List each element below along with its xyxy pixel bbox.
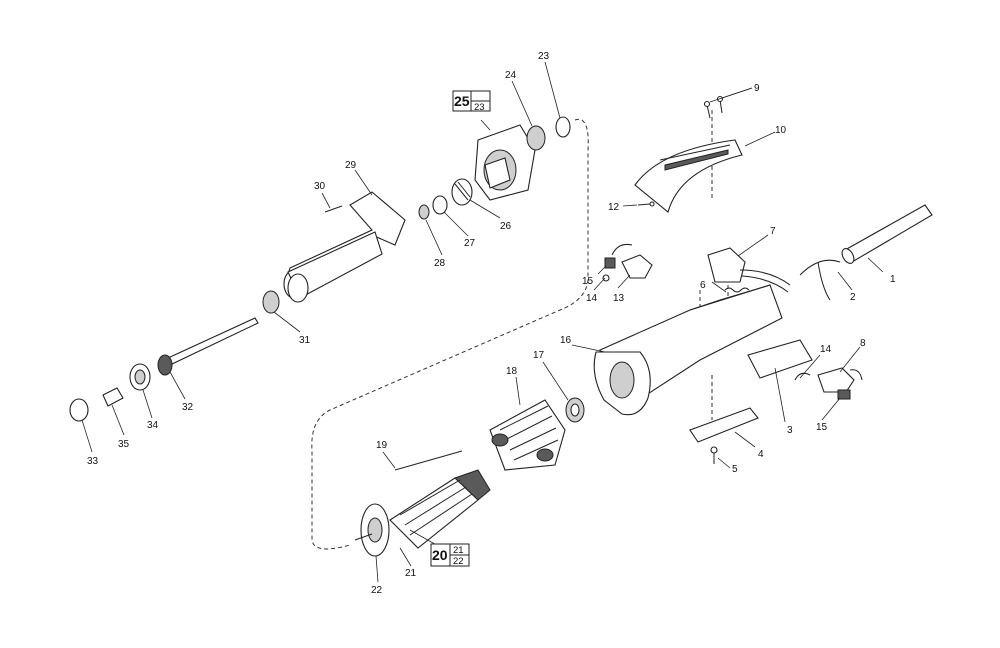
o-ring-23-part <box>555 116 571 138</box>
power-cord-part <box>799 259 841 276</box>
leader-lines <box>81 61 884 583</box>
callout-29: 29 <box>345 160 357 171</box>
callout-31: 31 <box>299 335 311 346</box>
callout-22: 22 <box>371 585 383 596</box>
small-screw-part <box>637 201 655 207</box>
label-plate-part <box>747 339 813 379</box>
collet-nut-part <box>69 398 89 422</box>
handle-screw-part <box>324 205 343 213</box>
armature-part <box>354 469 491 557</box>
callout-9: 9 <box>754 83 760 94</box>
cable-sleeve-part <box>841 204 933 264</box>
callout-18: 18 <box>506 366 518 377</box>
bearing-31-part <box>262 290 280 314</box>
callout-box-25: 25 23 <box>452 90 491 113</box>
callout-6: 6 <box>700 280 706 291</box>
callout-17: 17 <box>533 350 545 361</box>
brush-holder-upper-part <box>602 244 653 282</box>
callout-14a: 14 <box>586 293 598 304</box>
callout-7: 7 <box>770 226 776 237</box>
spring-part <box>724 287 750 293</box>
callout-35: 35 <box>118 439 130 450</box>
stator-part <box>489 399 566 471</box>
callout-33: 33 <box>87 456 99 467</box>
callout-5: 5 <box>732 464 738 475</box>
callout-1: 1 <box>890 274 896 285</box>
washer-27-part <box>432 195 448 215</box>
brush-holder-lower-part <box>794 367 863 400</box>
callout-16: 16 <box>560 335 572 346</box>
callout-23: 23 <box>538 51 550 62</box>
callout-box-20: 20 21 22 <box>430 543 470 567</box>
handle-part <box>283 191 406 303</box>
callout-8: 8 <box>860 338 866 349</box>
nut-34-bore <box>134 369 146 385</box>
front-flange-part <box>474 124 536 201</box>
callout-box-25-main: 25 <box>454 93 470 109</box>
callout-21: 21 <box>405 568 417 579</box>
callout-2: 2 <box>850 292 856 303</box>
needle-bearing-26-part <box>451 178 473 206</box>
callout-box-25-sub-bottom: 23 <box>474 102 485 113</box>
bearing-24-part <box>526 125 546 151</box>
callout-32: 32 <box>182 402 194 413</box>
callout-27: 27 <box>464 238 476 249</box>
callout-13: 13 <box>613 293 625 304</box>
callout-box-20-main: 20 <box>432 547 448 563</box>
bearing-17-bore <box>570 403 580 417</box>
callout-4: 4 <box>758 449 764 460</box>
spindle-part <box>157 317 259 376</box>
callout-10: 10 <box>775 125 787 136</box>
power-cord-part-2 <box>817 261 831 301</box>
switch-part <box>707 247 791 293</box>
motor-housing-part <box>593 284 783 416</box>
callout-19: 19 <box>376 440 388 451</box>
nut-28-part <box>418 204 430 220</box>
callout-15a: 15 <box>582 276 594 287</box>
long-screw-part <box>394 450 463 471</box>
callout-28: 28 <box>434 258 446 269</box>
callout-30: 30 <box>314 181 326 192</box>
collet-part <box>102 387 124 407</box>
callout-box-20-sub-top: 21 <box>453 545 464 556</box>
callout-34: 34 <box>147 420 159 431</box>
callout-14b: 14 <box>820 344 832 355</box>
screw-pair-part <box>703 95 724 119</box>
callout-15b: 15 <box>816 422 828 433</box>
callout-12: 12 <box>608 202 620 213</box>
bottom-plate-part <box>689 407 759 443</box>
top-cover-part <box>634 139 743 213</box>
assembly-path-dashed <box>311 118 589 550</box>
callout-24: 24 <box>505 70 517 81</box>
callout-3: 3 <box>787 425 793 436</box>
bottom-screw-part <box>710 446 718 464</box>
callout-box-20-sub-bottom: 22 <box>453 556 464 567</box>
callout-26: 26 <box>500 221 512 232</box>
